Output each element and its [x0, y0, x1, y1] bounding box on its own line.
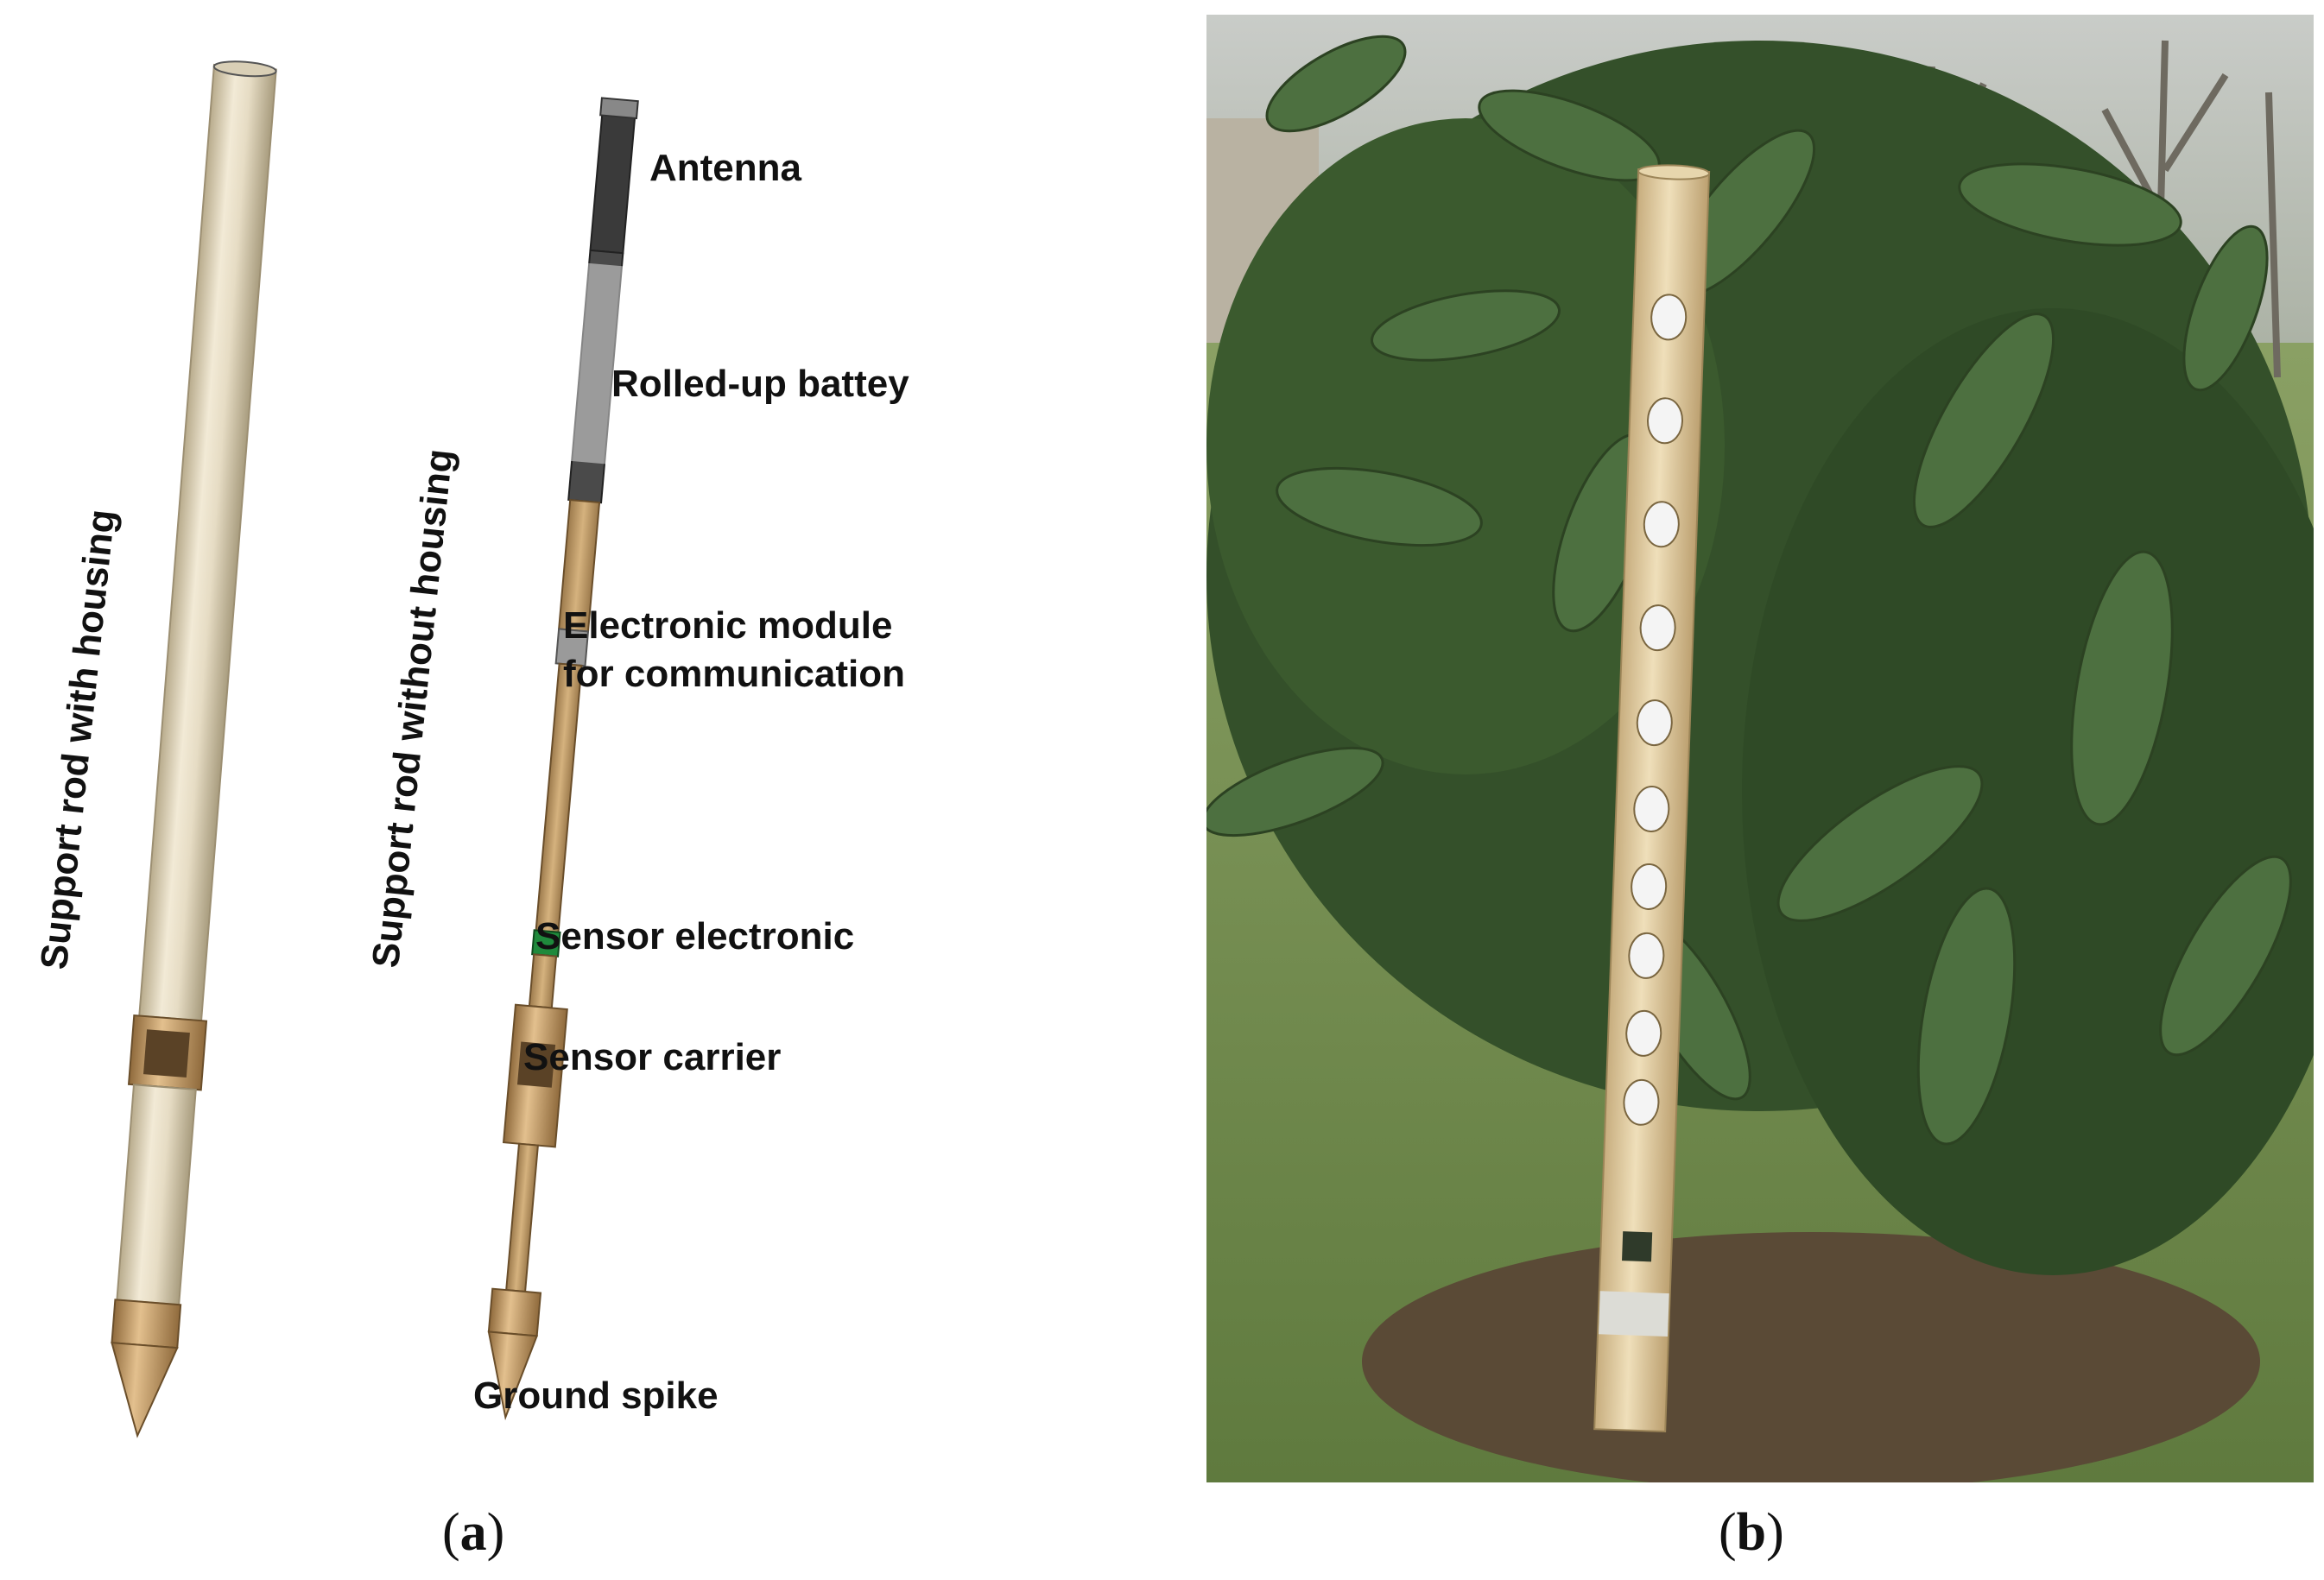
label-electronic-module-line2: for communication	[563, 653, 906, 695]
probe-holes	[1623, 294, 1688, 1126]
installed-probe	[1593, 164, 1711, 1433]
battery-sheen	[533, 259, 624, 465]
rod-with-housing	[111, 60, 277, 1438]
spike-collar	[487, 1287, 542, 1337]
caption-a-letter: a	[459, 1503, 487, 1562]
housing-tube-upper	[138, 63, 277, 1022]
inner-shaft-lower	[505, 1142, 539, 1293]
inner-shaft-mid	[528, 953, 558, 1009]
field-photo-illustration	[1206, 15, 2314, 1482]
label-electronic-module-line1: Electronic module	[563, 604, 893, 647]
caption-b-letter: b	[1736, 1503, 1767, 1562]
housing-ring-window	[142, 1029, 190, 1078]
panel-a-diagram: Support rod with housing Support rod wit…	[33, 60, 909, 1562]
rod-without-housing	[487, 97, 639, 1421]
housing-tube-lower	[116, 1084, 197, 1306]
panel-b-photo	[1206, 15, 2314, 1482]
antenna-cap	[599, 97, 639, 120]
label-ground-spike: Ground spike	[473, 1375, 719, 1417]
caption-a: (a)	[442, 1503, 505, 1562]
caption-b: (b)	[1719, 1503, 1784, 1562]
label-battery: Rolled-up battey	[611, 363, 909, 405]
inner-shaft	[535, 662, 583, 933]
antenna-part	[589, 103, 637, 255]
housing-spike-collar	[111, 1299, 182, 1349]
label-sensor-carrier: Sensor carrier	[523, 1036, 782, 1078]
probe-white-band	[1599, 1291, 1669, 1337]
housing-ground-spike	[111, 1342, 179, 1438]
label-antenna: Antenna	[649, 147, 801, 189]
label-sensor-electronic: Sensor electronic	[535, 915, 855, 957]
probe-sensor-window	[1622, 1231, 1653, 1262]
soil-patch	[1362, 1232, 2260, 1482]
rod-illustrations	[111, 60, 639, 1438]
sensor-carrier-window	[516, 1041, 556, 1088]
housing-top-cap	[212, 60, 277, 78]
ground-spike-part	[487, 1330, 539, 1421]
